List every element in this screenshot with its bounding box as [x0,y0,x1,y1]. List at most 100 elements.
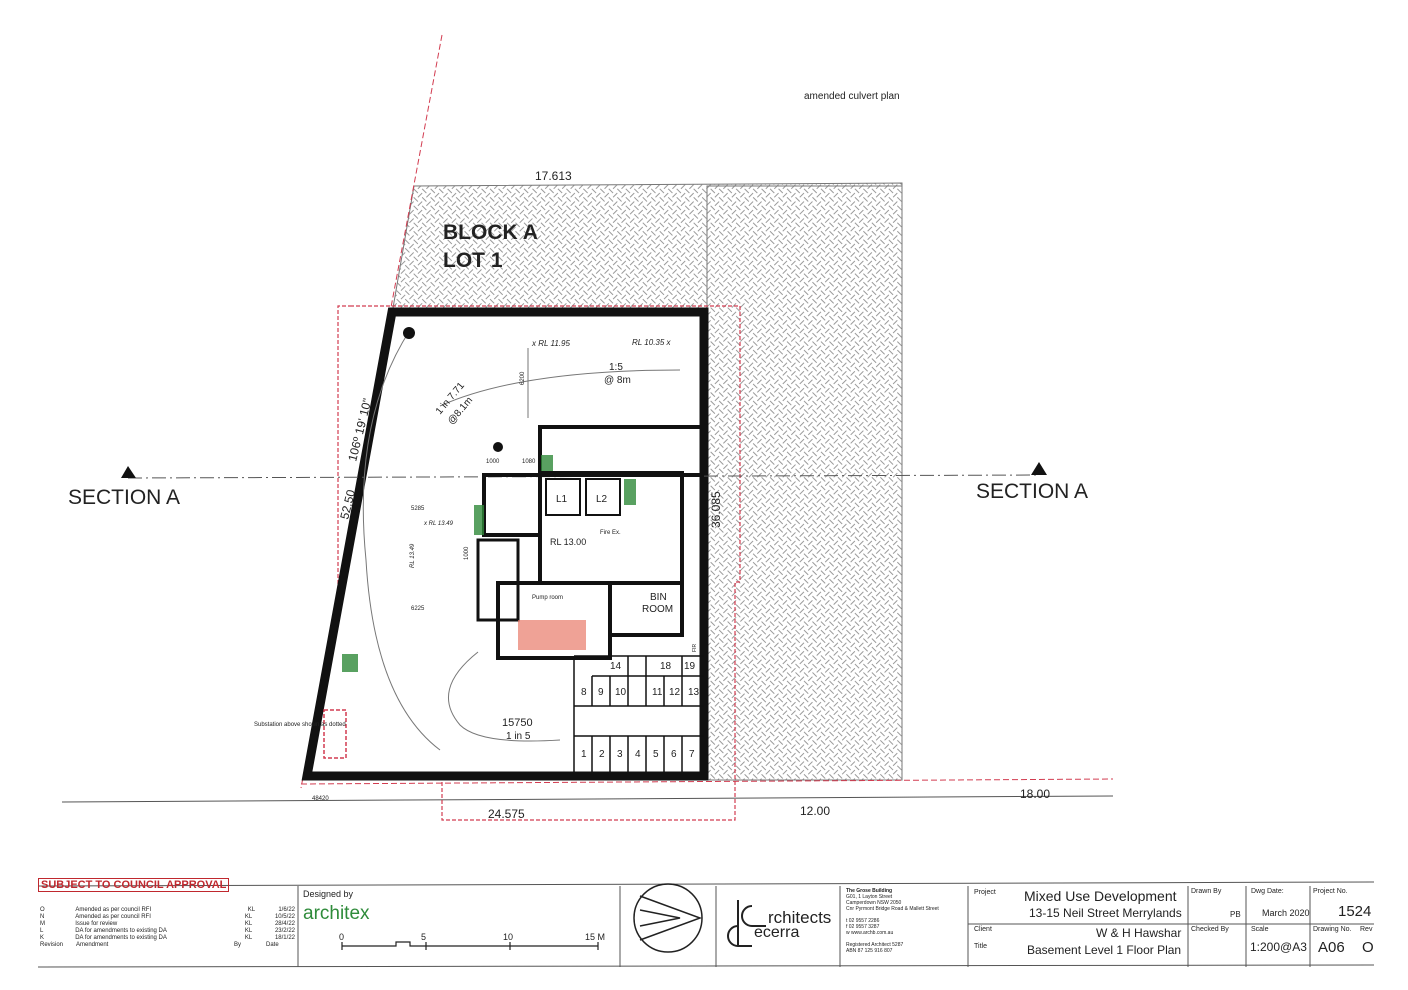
bin-room-wall [608,581,684,637]
scale-label-0: 0 [339,932,345,942]
lot-label: LOT 1 [443,249,503,272]
scale-bar [341,941,599,950]
bay-1: 1 [581,749,587,760]
ground-line [61,795,1114,803]
bay-13: 13 [688,687,700,698]
address-line: The Grose Building [846,888,893,894]
fire-exit-label: Fire Ex. [600,530,621,536]
drawing-no-value: A06 [1318,939,1345,956]
shaft-green-4 [342,654,358,672]
rl-1300: RL 13.00 [550,537,586,547]
rl-1349b: RL 13.49 [410,543,416,568]
ramp-grade-3b: 1 in 5 [506,731,531,742]
scale-label-5: 5 [421,932,427,942]
drawing-no-label: Drawing No. [1313,926,1352,933]
lift-l1-label: L1 [556,494,568,505]
project-label: Project [974,889,996,896]
address-line: G01, 1 Layton Street [846,894,893,900]
bay-18: 18 [660,661,672,672]
bay-10: 10 [615,687,627,698]
dim-5285: 5285 [411,506,425,512]
section-marker-left [121,466,136,478]
address-line: Cnr Pyrmont Bridge Road & Mallett Street [846,906,939,912]
rl-1035: RL 10.35 x [632,338,672,347]
bay-4: 4 [635,749,641,760]
lift-l2-label: L2 [596,494,608,505]
parking-grid [573,655,704,772]
dwg-date-label: Dwg Date: [1251,888,1284,895]
firm-address: The Grose Building G01, 1 Layton Street … [846,888,939,954]
ramp-grade-3: 15750 [502,717,533,729]
section-label-left: SECTION A [68,486,180,509]
approval-stamp: SUBJECT TO COUNCIL APPROVAL [38,878,230,892]
fir-label: FIR [692,644,698,652]
web-line: w www.archb.com.au [846,930,894,936]
rl-1195: x RL 11.95 [531,339,571,348]
lot-hatch-right [706,185,903,781]
lift-l1-box [545,478,581,516]
dim-bottom-a: 24.575 [488,807,525,821]
bay-12: 12 [669,687,681,698]
lift-l2-box [585,478,621,516]
dim-top: 17.613 [535,169,572,183]
rev-label: Rev [1360,926,1373,933]
section-marker-right [1031,462,1047,475]
scale-value: 1:200@A3 [1250,940,1307,954]
substation-text: Substation above shown as dotted [254,722,346,728]
dim-bottom-c: 18.00 [1020,787,1050,801]
ramp-curve-3 [447,651,561,742]
shaft-green-2 [624,479,636,505]
ramp-grade-1b: @ 8m [604,375,631,386]
dwg-date-value: March 2020 [1262,908,1310,918]
substation-dotted [323,709,347,759]
bay-9: 9 [598,687,604,698]
designer-name: architex [303,903,370,924]
pump-room-label: Pump room [532,595,563,601]
column-marker [403,327,415,339]
parking-numbers: 14 18 19 8 9 10 11 12 13 1 2 3 4 5 6 7 [581,661,700,760]
title-block-frame [37,881,1375,968]
dim-1000b: 1000 [464,546,470,560]
project-address: 13-15 Neil Street Merrylands [1029,906,1182,920]
bay-3: 3 [617,749,623,760]
drawn-by-label: Drawn By [1191,888,1222,895]
north-arrow-icon [633,883,703,953]
bin-room-label-1: BIN [650,592,667,603]
dim-1080: 1080 [522,459,536,465]
boundary-bottom [300,778,1114,785]
phone-line: t 02 9557 2286 [846,918,880,924]
bay-6: 6 [671,749,677,760]
title-label: Title [974,943,987,950]
fax-line: f 02 9557 3287 [846,924,880,930]
bay-11: 11 [652,687,663,698]
pump-equipment [518,620,586,650]
project-no-label: Project No. [1313,888,1348,895]
designed-by-label: Designed by [303,889,354,899]
rl-1349a: x RL 13.49 [423,521,454,527]
ramp-curve [362,329,441,751]
drawn-by-value: PB [1230,910,1241,919]
firm-name-2: ecerra [754,924,800,941]
abn-line: ABN 87 125 916 807 [846,948,893,954]
revision-cloud [337,305,741,821]
bay-8: 8 [581,687,587,698]
bay-5: 5 [653,749,659,760]
dim-bottom-b: 12.00 [800,804,830,818]
dim-6200: 6200 [520,371,526,385]
ramp-curve-2 [439,369,681,407]
shaft-green-3 [474,505,484,535]
column-marker-2 [493,442,503,452]
bay-2: 2 [599,749,605,760]
shaft-green-1 [541,455,553,471]
drawing-title: Basement Level 1 Floor Plan [1027,943,1182,957]
dim-right-length: 36.085 [709,491,723,528]
dim-1000a: 1000 [486,459,500,465]
substation-label: Substation above shown as dotted [254,722,346,728]
bin-room-label-2: ROOM [642,604,673,615]
floor-plan: amended culvert plan BLOCK A LOT 1 SECTI… [61,34,1114,821]
